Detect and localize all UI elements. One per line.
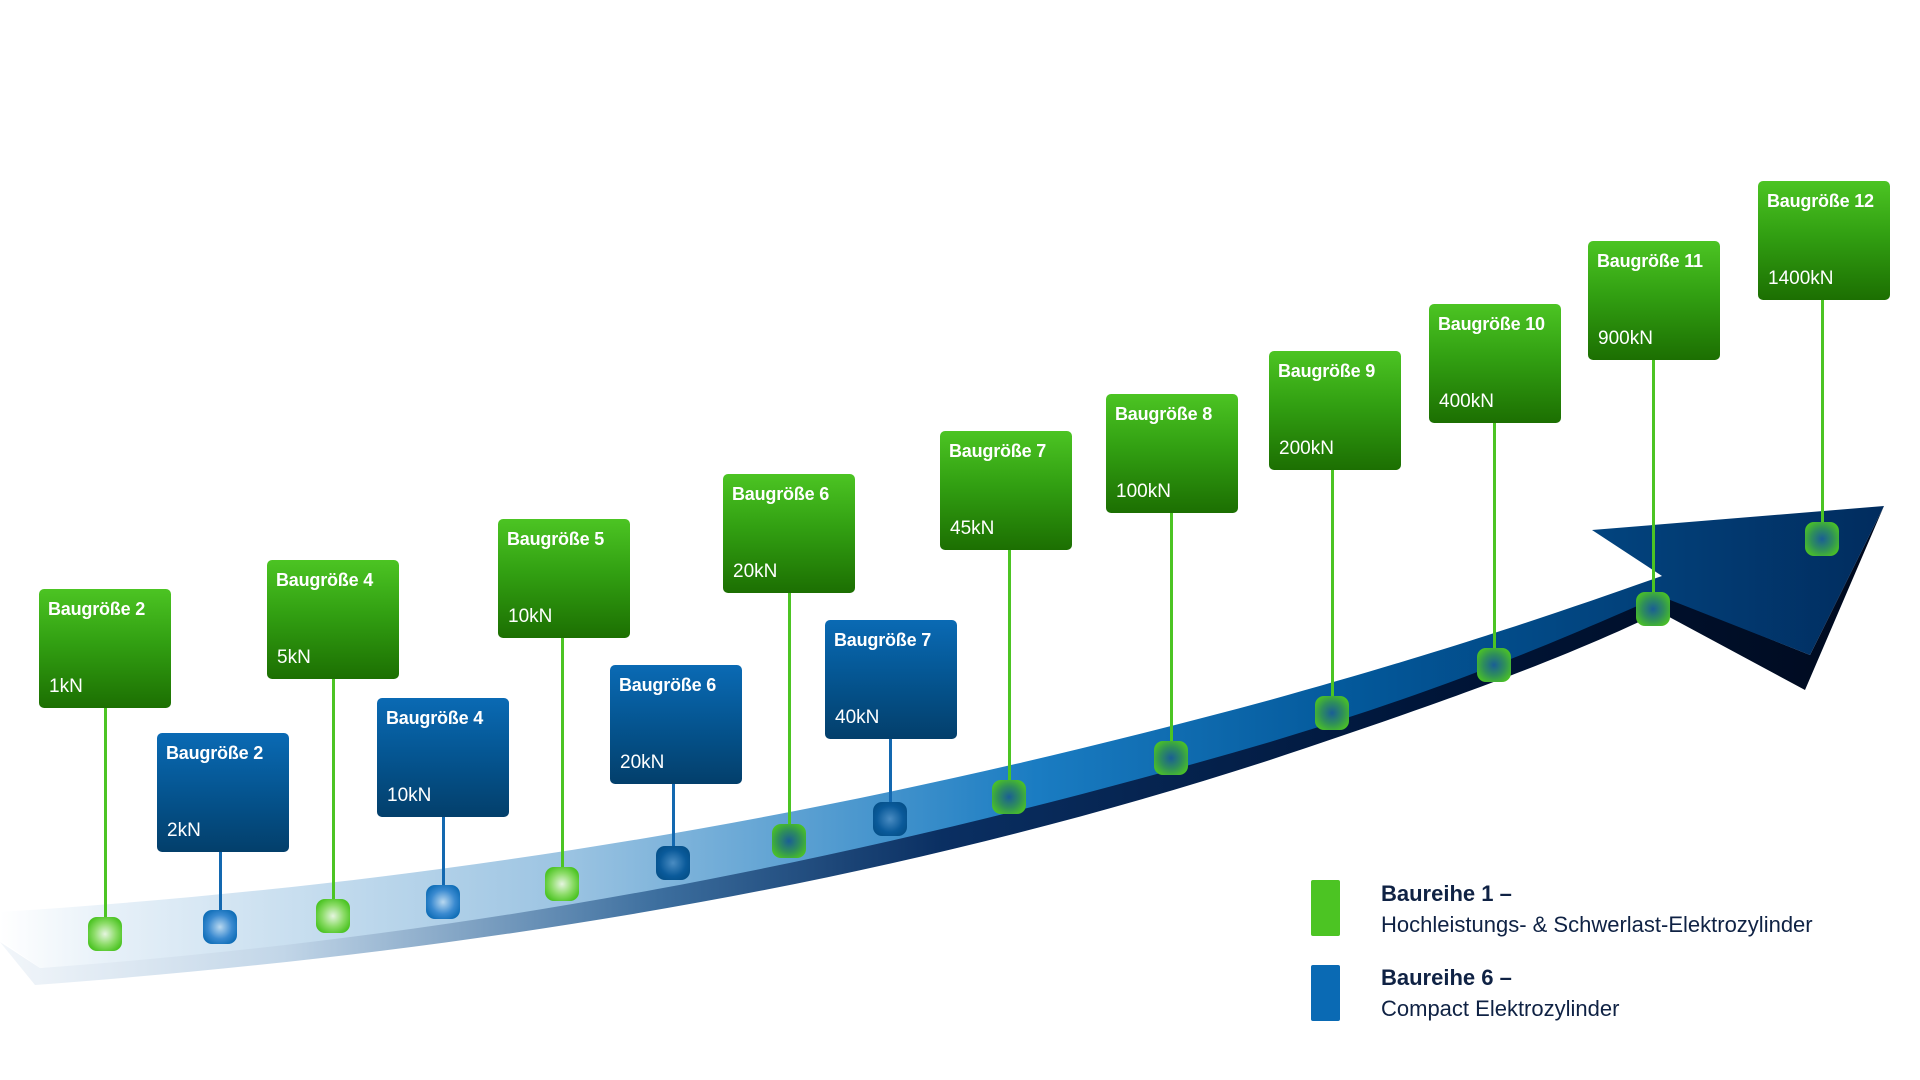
connector-line [672,784,675,846]
size-card-force-value: 10kN [508,606,553,627]
size-card-title: Baugröße 2 [166,743,264,763]
size-card-title: Baugröße 6 [619,675,717,695]
legend-title-baureihe-1: Baureihe 1 – [1381,881,1512,906]
size-card-title: Baugröße 11 [1597,251,1703,271]
size-card-baureihe_6: Baugröße 7 40kN [825,620,957,739]
size-card-title: Baugröße 9 [1278,361,1376,381]
size-card-title: Baugröße 12 [1767,191,1874,211]
size-card-baureihe_1: Baugröße 11 900kN [1588,241,1720,360]
size-card-baureihe_6: Baugröße 4 10kN [377,698,509,817]
legend-swatch-baureihe-1 [1311,880,1340,936]
legend-swatch-baureihe-6 [1311,965,1340,1021]
milestone-node-icon [772,824,806,858]
milestone-node-icon [1477,648,1511,682]
milestone-node-icon [88,917,122,951]
connector-line [1493,423,1496,648]
milestone-node-icon [1315,696,1349,730]
milestone-node-icon [545,867,579,901]
connector-line [889,739,892,802]
arrow-face [0,506,1884,968]
size-card-force-value: 1kN [49,676,83,697]
size-card-baureihe_1: Baugröße 7 45kN [940,431,1072,550]
size-card-force-value: 20kN [733,561,778,582]
legend-subtitle-baureihe-1: Hochleistungs- & Schwerlast-Elektrozylin… [1381,912,1813,937]
connector-line [1652,360,1655,592]
size-card-force-value: 400kN [1439,391,1494,412]
milestone-node-icon [203,910,237,944]
milestone-node-icon [316,899,350,933]
size-card-title: Baugröße 6 [732,484,830,504]
size-card-force-value: 900kN [1598,328,1653,349]
milestone-node-icon [992,780,1026,814]
size-card-title: Baugröße 7 [834,630,932,650]
size-card-baureihe_1: Baugröße 2 1kN [39,589,171,708]
size-card-force-value: 1400kN [1768,268,1834,289]
size-card-force-value: 45kN [950,518,995,539]
milestone-node-icon [1154,741,1188,775]
size-card-force-value: 100kN [1116,481,1171,502]
legend-title-baureihe-6: Baureihe 6 – [1381,965,1512,990]
size-card-baureihe_6: Baugröße 6 20kN [610,665,742,784]
milestone-node-icon [1636,592,1670,626]
size-card-baureihe_1: Baugröße 12 1400kN [1758,181,1890,300]
milestone-node-icon [656,846,690,880]
milestone-node-icon [873,802,907,836]
connector-line [1821,300,1824,522]
connector-line [1331,470,1334,696]
size-card-force-value: 2kN [167,820,201,841]
size-card-title: Baugröße 2 [48,599,146,619]
connector-line [1008,550,1011,780]
milestone-node-icon [426,885,460,919]
size-card-force-value: 40kN [835,707,880,728]
size-card-baureihe_6: Baugröße 2 2kN [157,733,289,852]
size-card-baureihe_1: Baugröße 5 10kN [498,519,630,638]
size-card-force-value: 5kN [277,647,311,668]
size-card-title: Baugröße 4 [386,708,484,728]
connector-line [561,638,564,867]
size-card-baureihe_1: Baugröße 4 5kN [267,560,399,679]
size-card-title: Baugröße 5 [507,529,605,549]
milestone-node-icon [1805,522,1839,556]
size-card-title: Baugröße 8 [1115,404,1213,424]
connector-line [442,817,445,885]
size-card-baureihe_1: Baugröße 6 20kN [723,474,855,593]
size-card-force-value: 200kN [1279,438,1334,459]
size-card-baureihe_1: Baugröße 9 200kN [1269,351,1401,470]
size-card-baureihe_1: Baugröße 10 400kN [1429,304,1561,423]
size-card-force-value: 20kN [620,752,665,773]
size-card-baureihe_1: Baugröße 8 100kN [1106,394,1238,513]
size-card-title: Baugröße 10 [1438,314,1545,334]
connector-line [104,708,107,917]
connector-line [219,852,222,910]
size-card-title: Baugröße 7 [949,441,1047,461]
legend-subtitle-baureihe-6: Compact Elektrozylinder [1381,996,1620,1021]
connector-line [1170,513,1173,741]
size-card-force-value: 10kN [387,785,432,806]
connector-line [332,679,335,899]
size-card-title: Baugröße 4 [276,570,374,590]
connector-line [788,593,791,824]
